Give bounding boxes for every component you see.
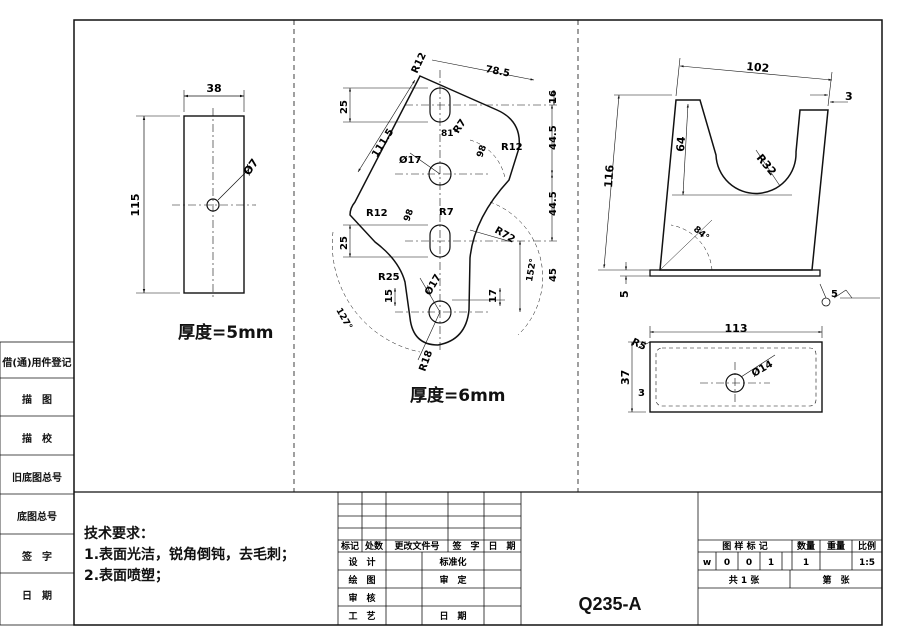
dim-152-deg: 152° <box>525 258 539 283</box>
title-block-grid <box>337 492 882 625</box>
dim-127-deg: 127° <box>333 307 353 332</box>
side-tab-trace-check: 描 校 <box>22 434 52 445</box>
rev-header-count: 处数 <box>364 540 384 552</box>
dim-width-38: 38 <box>206 82 221 95</box>
dim-45: 45 <box>548 268 559 282</box>
dim-hole-17-upper: Ø17 <box>399 154 421 166</box>
rev-header-doc: 更改文件号 <box>394 540 439 552</box>
scale-header: 比例 <box>858 540 876 552</box>
dim-116: 116 <box>602 164 617 188</box>
dim-3-top: 3 <box>845 90 853 103</box>
dim-98-lower: 98 <box>402 208 416 223</box>
base-plate-view <box>628 326 823 413</box>
dim-height-115: 115 <box>129 194 142 217</box>
left-plate-view <box>136 90 256 300</box>
notes-line-1: 1.表面光洁，锐角倒钝，去毛刺； <box>84 547 296 563</box>
dim-r12-left: R12 <box>366 208 388 219</box>
stage-header: 图 样 标 记 <box>722 540 767 552</box>
title-design: 设 计 <box>348 556 375 568</box>
rev-header-date: 日 期 <box>488 540 515 552</box>
revision-header-row: 标记 处数 更改文件号 签 字 日 期 <box>340 540 516 552</box>
dim-16: 16 <box>548 90 559 104</box>
side-tab-base-no: 底图总号 <box>17 512 57 523</box>
dim-hole-17-lower: Ø17 <box>422 272 444 297</box>
title-approve: 审 定 <box>439 574 467 586</box>
scale-value: 1:5 <box>859 558 875 568</box>
notes-title: 技术要求： <box>84 526 154 542</box>
side-tab-date: 日 期 <box>22 591 52 602</box>
fork-front-view <box>598 57 880 307</box>
left-thickness-label: 厚度=5mm <box>178 323 274 343</box>
center-thickness-label: 厚度=6mm <box>410 386 506 406</box>
dim-44-5-lower: 44.5 <box>548 191 559 216</box>
dim-r12-right: R12 <box>501 142 523 153</box>
stage-value-1: w <box>703 558 711 568</box>
qty-header: 数量 <box>797 540 815 552</box>
stage-value-4: 1 <box>768 558 774 568</box>
side-tab-trace: 描 图 <box>22 395 52 406</box>
rev-header-sign: 签 字 <box>451 540 479 552</box>
dim-r72: R72 <box>493 225 517 245</box>
dim-98-upper: 98 <box>475 144 489 159</box>
dim-r18: R18 <box>417 349 435 373</box>
surface-finish-value: 5 <box>831 289 838 300</box>
dim-113: 113 <box>725 322 748 335</box>
dim-r12-top: R12 <box>410 51 429 75</box>
dim-111-5: 111.5 <box>370 127 396 160</box>
dim-25-upper: 25 <box>339 100 350 114</box>
dim-r7-lower: R7 <box>439 207 454 218</box>
dim-r5: R5 <box>630 337 648 353</box>
side-tab-signature: 签 字 <box>22 552 52 563</box>
dim-78-5: 78.5 <box>484 64 510 80</box>
title-review: 审 核 <box>348 592 375 604</box>
dim-25-lower: 25 <box>339 236 350 250</box>
stage-value-3: 0 <box>746 558 752 568</box>
qty-value: 1 <box>803 558 809 568</box>
dim-r32: R32 <box>754 152 779 179</box>
total-sheets: 共 1 张 <box>729 574 761 586</box>
material-label: Q235-A <box>578 594 642 614</box>
sheet-frame <box>73 19 883 626</box>
dim-64: 64 <box>674 136 688 153</box>
dim-r25: R25 <box>378 272 400 283</box>
dim-81-deg: 81° <box>441 129 458 139</box>
dim-15: 15 <box>384 289 395 303</box>
dim-44-5-upper: 44.5 <box>548 125 559 150</box>
sheet-number: 第 张 <box>822 574 850 586</box>
bracket-center-view <box>332 59 560 361</box>
notes-line-2: 2.表面喷塑； <box>84 568 170 584</box>
title-date: 日 期 <box>439 610 466 622</box>
title-standardize: 标准化 <box>438 556 466 568</box>
side-tab-old-base-no: 旧底图总号 <box>12 473 62 484</box>
title-process: 工 艺 <box>348 610 375 622</box>
weight-header: 重量 <box>827 540 845 552</box>
dim-102: 102 <box>746 60 770 75</box>
dim-17: 17 <box>488 289 499 303</box>
technical-notes: 技术要求： 1.表面光洁，锐角倒钝，去毛刺； 2.表面喷塑； <box>84 524 295 587</box>
title-drawing: 绘 图 <box>348 574 375 586</box>
dim-84-deg: 84° <box>691 225 710 244</box>
dim-37: 37 <box>619 370 632 385</box>
dim-3-side: 3 <box>638 388 645 399</box>
dim-hole-14: Ø14 <box>750 358 775 380</box>
rev-header-mark: 标记 <box>340 540 359 552</box>
side-registry-grid <box>0 341 75 626</box>
dim-5-base: 5 <box>618 290 631 298</box>
side-tab-registry: 借(通)用件登记 <box>2 358 72 369</box>
stage-value-2: 0 <box>724 558 730 568</box>
